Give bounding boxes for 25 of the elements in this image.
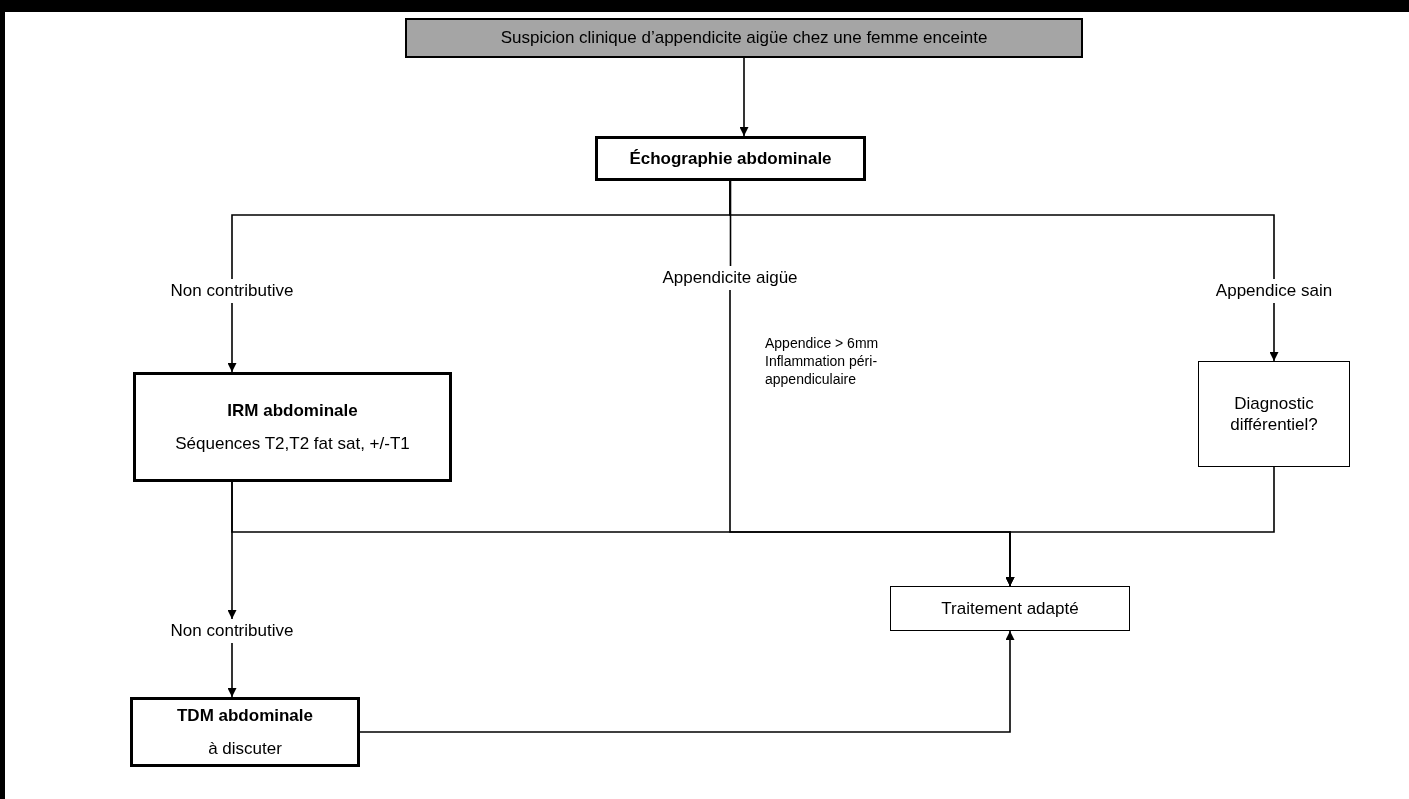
process-box (130, 697, 360, 767)
branch-label: Appendice sain (1215, 280, 1333, 302)
process-box (133, 372, 452, 482)
arrow (227, 302, 237, 373)
box-text: Séquences T2,T2 fat sat, +/-T1 (175, 433, 410, 455)
arrow (227, 481, 237, 620)
box-title: TDM abdominale (177, 704, 313, 726)
arrow (1005, 466, 1275, 587)
box-title: Échographie abdominale (629, 147, 832, 170)
branch-label: Non contributive (170, 280, 294, 302)
branch-label: Non contributive (170, 620, 294, 642)
box-text: à discuter (208, 738, 282, 760)
process-box (890, 586, 1130, 631)
box-title: Suspicion clinique d’appendicite aigüe chez une femme enceinte (500, 27, 988, 49)
process-box (1198, 361, 1350, 467)
branch-label: Appendicite aigüe (662, 267, 798, 289)
process-box (595, 136, 866, 181)
arrow (359, 630, 1015, 733)
box-title: Traitement adapté (941, 597, 1079, 620)
arrow (1269, 302, 1279, 362)
box-title: IRM abdominale (227, 399, 358, 421)
start-box (405, 18, 1083, 58)
box-title: Diagnostic différentiel? (1229, 392, 1319, 436)
arrow (227, 642, 237, 698)
arrow (739, 57, 749, 137)
